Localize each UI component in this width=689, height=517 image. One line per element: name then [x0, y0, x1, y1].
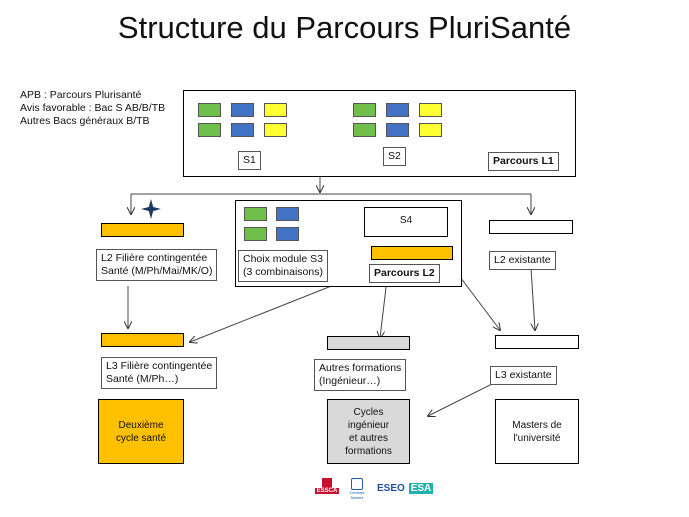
- s2-label: S2: [383, 147, 406, 166]
- module-square-green: [198, 103, 221, 117]
- page-title: Structure du Parcours PluriSanté: [117, 10, 572, 45]
- module-square-green: [353, 103, 376, 117]
- parcours-l1-frame: S1 S2 Parcours L1: [183, 90, 576, 177]
- module-square-blue: [231, 103, 254, 117]
- autres-formations-bar: [327, 336, 410, 350]
- module-square-green: [198, 123, 221, 137]
- module-square-green: [244, 227, 267, 241]
- star-icon: [141, 199, 161, 219]
- module-square-blue: [386, 103, 409, 117]
- right-l3-label: L3 existante: [490, 366, 557, 385]
- centrale-nantes-logo: Centrale Nantes: [345, 478, 369, 500]
- module-square-yellow: [264, 123, 287, 137]
- module-square-green: [244, 207, 267, 221]
- parcours-l2-bar: [371, 246, 453, 260]
- module-square-yellow: [419, 103, 442, 117]
- deuxieme-cycle-sante-box: Deuxième cycle santé: [98, 399, 184, 464]
- intro-line: APB : Parcours Plurisanté: [20, 89, 142, 101]
- s1-label: S1: [238, 151, 261, 170]
- autres-formations-line: (Ingénieur…): [319, 375, 381, 387]
- box-line: ingénieur: [347, 419, 390, 431]
- left-l3-line: L3 Filière contingentée: [106, 360, 213, 372]
- masters-universite-box: Masters de l'université: [495, 399, 579, 464]
- left-l3-bar: [101, 333, 184, 347]
- autres-formations-label: Autres formations (Ingénieur…): [314, 359, 407, 391]
- module-square-blue: [276, 207, 299, 221]
- box-line: Masters de: [512, 419, 562, 431]
- module-square-yellow: [419, 123, 442, 137]
- intro-text: APB : Parcours Plurisanté Avis favorable…: [20, 89, 165, 128]
- eseo-logo: ESEO: [377, 483, 405, 494]
- esa-logo: ESA: [408, 483, 434, 494]
- parcours-l2-label: Parcours L2: [369, 264, 440, 283]
- parcours-l1-label: Parcours L1: [488, 152, 559, 171]
- box-line: Cycles: [353, 406, 384, 418]
- l3-existante-to-cycles-line: [428, 379, 501, 416]
- autres-formations-line: Autres formations: [319, 362, 402, 374]
- right-l2-label: L2 existante: [489, 251, 556, 270]
- intro-line: Autres Bacs généraux B/TB: [20, 115, 150, 127]
- module-square-blue: [231, 123, 254, 137]
- cycles-ingenieur-box: Cycles ingénieur et autres formations: [327, 399, 410, 464]
- left-l3-label: L3 Filière contingentée Santé (M/Ph…): [101, 357, 218, 389]
- module-square-blue: [276, 227, 299, 241]
- essca-logo: ESSCA: [315, 478, 339, 500]
- s4-box: [364, 207, 448, 237]
- left-l2-line: Santé (M/Ph/Mai/MK/O): [101, 265, 213, 277]
- right-l2-l3-line: [530, 267, 535, 330]
- choix-module-line: Choix module S3: [243, 253, 323, 265]
- left-l2-line: L2 Filière contingentée: [101, 252, 208, 264]
- choix-module-label: Choix module S3 (3 combinaisons): [238, 250, 328, 282]
- left-l2-label: L2 Filière contingentée Santé (M/Ph/Mai/…: [96, 249, 218, 281]
- left-l3-line: Santé (M/Ph…): [106, 373, 179, 385]
- box-line: formations: [345, 445, 392, 457]
- module-square-green: [353, 123, 376, 137]
- choix-module-line: (3 combinaisons): [243, 266, 323, 278]
- box-line: cycle santé: [115, 432, 167, 444]
- module-square-yellow: [264, 103, 287, 117]
- module-square-blue: [386, 123, 409, 137]
- right-l2-bar: [489, 220, 573, 234]
- s4-label: S4: [399, 215, 413, 226]
- left-l2-bar: [101, 223, 184, 237]
- intro-line: Avis favorable : Bac S AB/B/TB: [20, 102, 166, 114]
- box-line: Deuxième: [118, 419, 164, 431]
- box-line: et autres: [349, 432, 388, 444]
- box-line: l'université: [513, 432, 561, 444]
- right-l3-bar: [495, 335, 579, 349]
